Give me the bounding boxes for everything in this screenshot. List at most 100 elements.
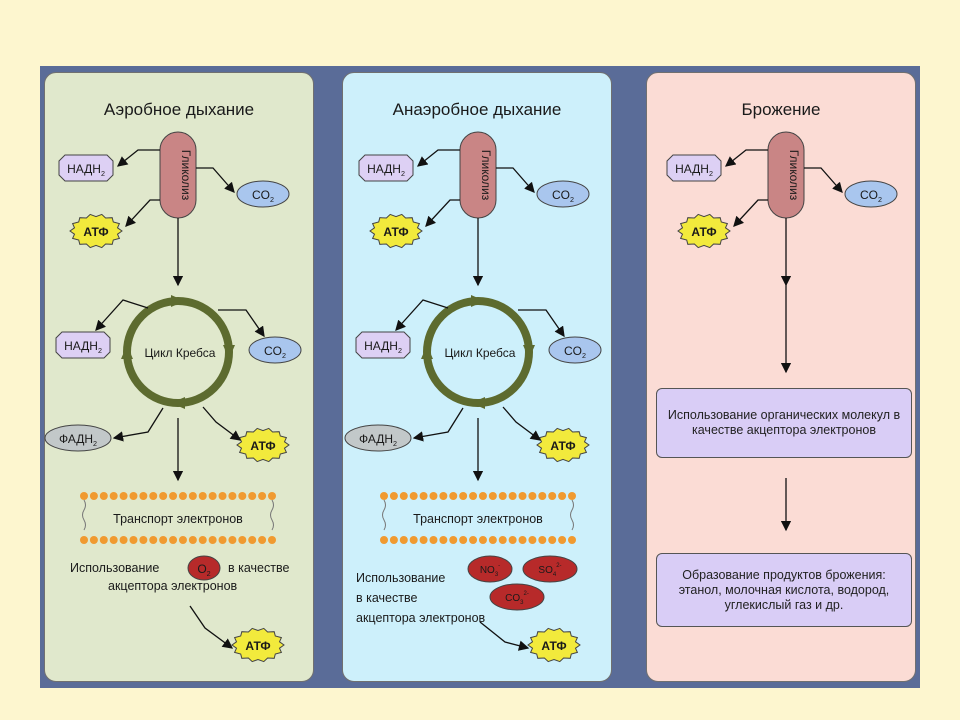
- anaerobic-krebs-label: Цикл Кребса: [445, 346, 516, 360]
- anaerobic-nadh-top-label: НАДН2: [367, 162, 405, 178]
- anaerobic-membrane-head: [508, 492, 517, 500]
- aerobic-membrane-head: [208, 492, 217, 500]
- anaerobic-membrane-tail: [570, 499, 574, 531]
- anaerobic-membrane-head: [558, 536, 567, 544]
- anaerobic-use-line2: в качестве: [356, 591, 418, 605]
- aerobic-atp-final: [231, 627, 285, 663]
- aerobic-arrow-nadh-top: [116, 149, 160, 167]
- anaerobic-fadh-label: ФАДН2: [359, 432, 397, 448]
- aerobic-title: Аэробное дыхание: [103, 100, 255, 119]
- anaerobic-membrane-head: [518, 492, 527, 500]
- fermentation-arrow-co2-top: [804, 167, 843, 193]
- fermentation-arrow-atp-top: [733, 199, 768, 227]
- aerobic-membrane-head: [139, 536, 148, 544]
- aerobic-nadh-krebs-label: НАДН2: [64, 339, 102, 355]
- aerobic-membrane-head: [109, 492, 118, 500]
- anaerobic-membrane-head: [429, 536, 438, 544]
- aerobic-membrane-head: [169, 536, 178, 544]
- aerobic-membrane-head: [139, 492, 148, 500]
- aerobic-arrow-atp-top: [125, 199, 160, 227]
- aerobic-atp-krebs: [236, 427, 290, 463]
- anaerobic-title: Анаэробное дыхание: [392, 100, 562, 119]
- anaerobic-membrane-head: [449, 536, 458, 544]
- aerobic-membrane-head: [198, 492, 207, 500]
- aerobic-co2-krebs-label: CO2: [264, 344, 286, 360]
- aerobic-use-text: Использование: [70, 561, 160, 575]
- fermentation-co2-top-label: CO2: [860, 188, 882, 204]
- aerobic-krebs-arrowhead: [171, 397, 185, 409]
- anaerobic-membrane-head: [409, 536, 418, 544]
- aerobic-membrane-head: [109, 536, 118, 544]
- anaerobic-co3-label: CO32-: [505, 591, 529, 606]
- anaerobic-arrow-co2-krebs: [518, 309, 565, 338]
- aerobic-arrow-atp-final: [189, 605, 234, 649]
- aerobic-membrane-head: [89, 536, 98, 544]
- aerobic-membrane-tail: [82, 499, 86, 531]
- fermentation-glycolysis-label: Гликолиз: [787, 150, 801, 201]
- aerobic-nadh-top-label: НАДН2: [67, 162, 105, 178]
- anaerobic-use-line3: акцептора электронов: [356, 611, 486, 625]
- anaerobic-membrane-tail: [382, 499, 386, 531]
- aerobic-o2: [187, 555, 221, 581]
- fermentation-arrow-nadh-top: [724, 149, 768, 167]
- anaerobic-transport-label: Транспорт электронов: [413, 512, 543, 526]
- aerobic-use-after: в качестве: [228, 561, 290, 575]
- aerobic-krebs-arrowhead: [223, 345, 235, 359]
- aerobic-arrow-nadh-krebs: [95, 299, 149, 331]
- fermentation-acceptor-box: Использование органических молекул в кач…: [656, 388, 912, 458]
- anaerobic-krebs-arrowhead: [471, 397, 485, 409]
- aerobic-co2-top: [236, 180, 290, 208]
- fermentation-nadh-top: [666, 154, 722, 182]
- aerobic-krebs-arrowhead: [171, 295, 185, 307]
- anaerobic-membrane-head: [568, 492, 576, 500]
- anaerobic-co3: [489, 583, 545, 611]
- aerobic-use-line2: акцептора электронов: [108, 579, 238, 593]
- anaerobic-membrane-head: [459, 536, 468, 544]
- anaerobic-nadh-krebs-label: НАДН2: [364, 339, 402, 355]
- aerobic-membrane-head: [129, 492, 138, 500]
- aerobic-atp-top-label: АТФ: [83, 225, 108, 239]
- aerobic-atp-final-label: АТФ: [245, 639, 270, 653]
- aerobic-membrane-head: [218, 492, 227, 500]
- aerobic-membrane-head: [178, 492, 187, 500]
- aerobic-transport-label: Транспорт электронов: [113, 512, 243, 526]
- anaerobic-membrane-head: [409, 492, 418, 500]
- aerobic-membrane-head: [178, 536, 187, 544]
- anaerobic-membrane-head: [538, 492, 547, 500]
- aerobic-membrane-head: [198, 536, 207, 544]
- aerobic-membrane-head: [218, 536, 227, 544]
- anaerobic-membrane-head: [439, 492, 448, 500]
- aerobic-atp-top: [69, 213, 123, 249]
- anaerobic-so4: [522, 555, 578, 583]
- anaerobic-membrane-head: [528, 536, 537, 544]
- aerobic-krebs-label: Цикл Кребса: [145, 346, 216, 360]
- anaerobic-nadh-top: [358, 154, 414, 182]
- aerobic-membrane-head: [238, 536, 247, 544]
- anaerobic-membrane-head: [399, 492, 408, 500]
- anaerobic-arrow-nadh-krebs: [395, 299, 449, 331]
- anaerobic-membrane-head: [498, 492, 507, 500]
- anaerobic-arrow-atp-top: [425, 199, 460, 227]
- anaerobic-membrane-head: [518, 536, 527, 544]
- anaerobic-membrane-head: [498, 536, 507, 544]
- anaerobic-krebs-arrowhead: [523, 345, 535, 359]
- anaerobic-arrow-atp-krebs: [502, 406, 542, 441]
- anaerobic-membrane-head: [459, 492, 468, 500]
- anaerobic-membrane-head: [380, 492, 388, 500]
- aerobic-arrow-co2-krebs: [218, 309, 265, 338]
- aerobic-membrane-head: [129, 536, 138, 544]
- fermentation-nadh-top-label: НАДН2: [675, 162, 713, 178]
- aerobic-membrane-head: [99, 492, 108, 500]
- anaerobic-membrane-head: [419, 536, 428, 544]
- aerobic-membrane-head: [80, 536, 88, 544]
- aerobic-membrane-head: [238, 492, 247, 500]
- fermentation-co2-top: [844, 180, 898, 208]
- anaerobic-membrane-head: [469, 536, 478, 544]
- anaerobic-membrane-head: [478, 492, 487, 500]
- anaerobic-atp-final: [527, 627, 581, 663]
- anaerobic-atp-krebs: [536, 427, 590, 463]
